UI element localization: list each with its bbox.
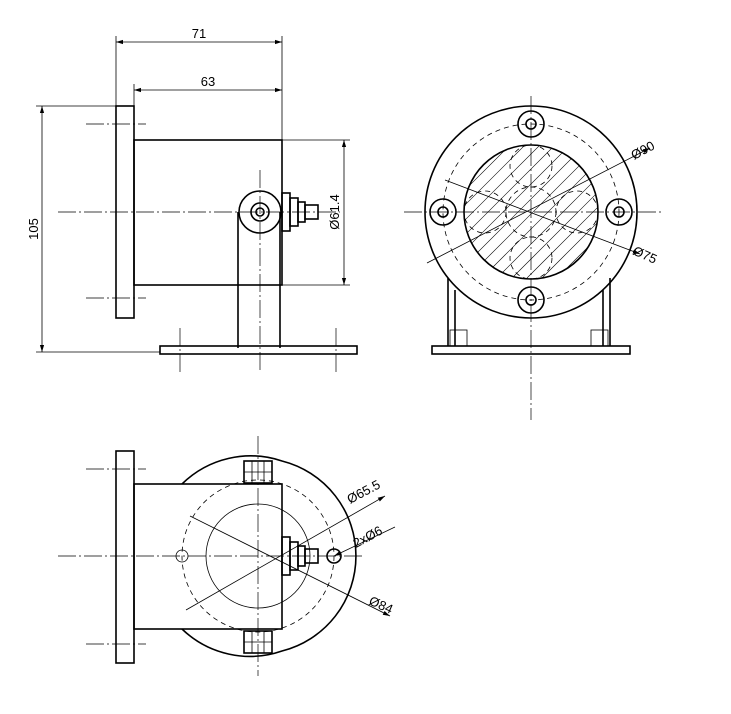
dim-bolt-circle-front: Ø90 xyxy=(628,138,657,163)
dim-body-diameter: Ø61.4 xyxy=(327,194,342,229)
dim-flange-diameter: Ø84 xyxy=(367,593,396,617)
dim-bolt-circle-bottom: Ø65.5 xyxy=(344,477,382,507)
front-bracket-legs xyxy=(447,278,611,346)
dim-holes: 2xØ6 xyxy=(350,523,384,551)
side-view: 71 63 105 Ø61.4 xyxy=(26,26,358,372)
dim-overall-length: 71 xyxy=(192,26,206,41)
dim-lens-diameter: Ø75 xyxy=(631,243,660,267)
front-led-top xyxy=(509,144,553,188)
front-led-bottom xyxy=(509,236,553,280)
dim-body-length: 63 xyxy=(201,74,215,89)
side-base-plate xyxy=(159,345,358,355)
side-bracket-arm xyxy=(237,212,281,348)
top-view: Ø65.5 2xØ6 Ø84 xyxy=(58,436,395,676)
top-body xyxy=(133,483,283,630)
dim-height: 105 xyxy=(26,218,41,240)
front-view: Ø90 Ø75 xyxy=(404,96,662,420)
top-flange xyxy=(115,450,135,664)
